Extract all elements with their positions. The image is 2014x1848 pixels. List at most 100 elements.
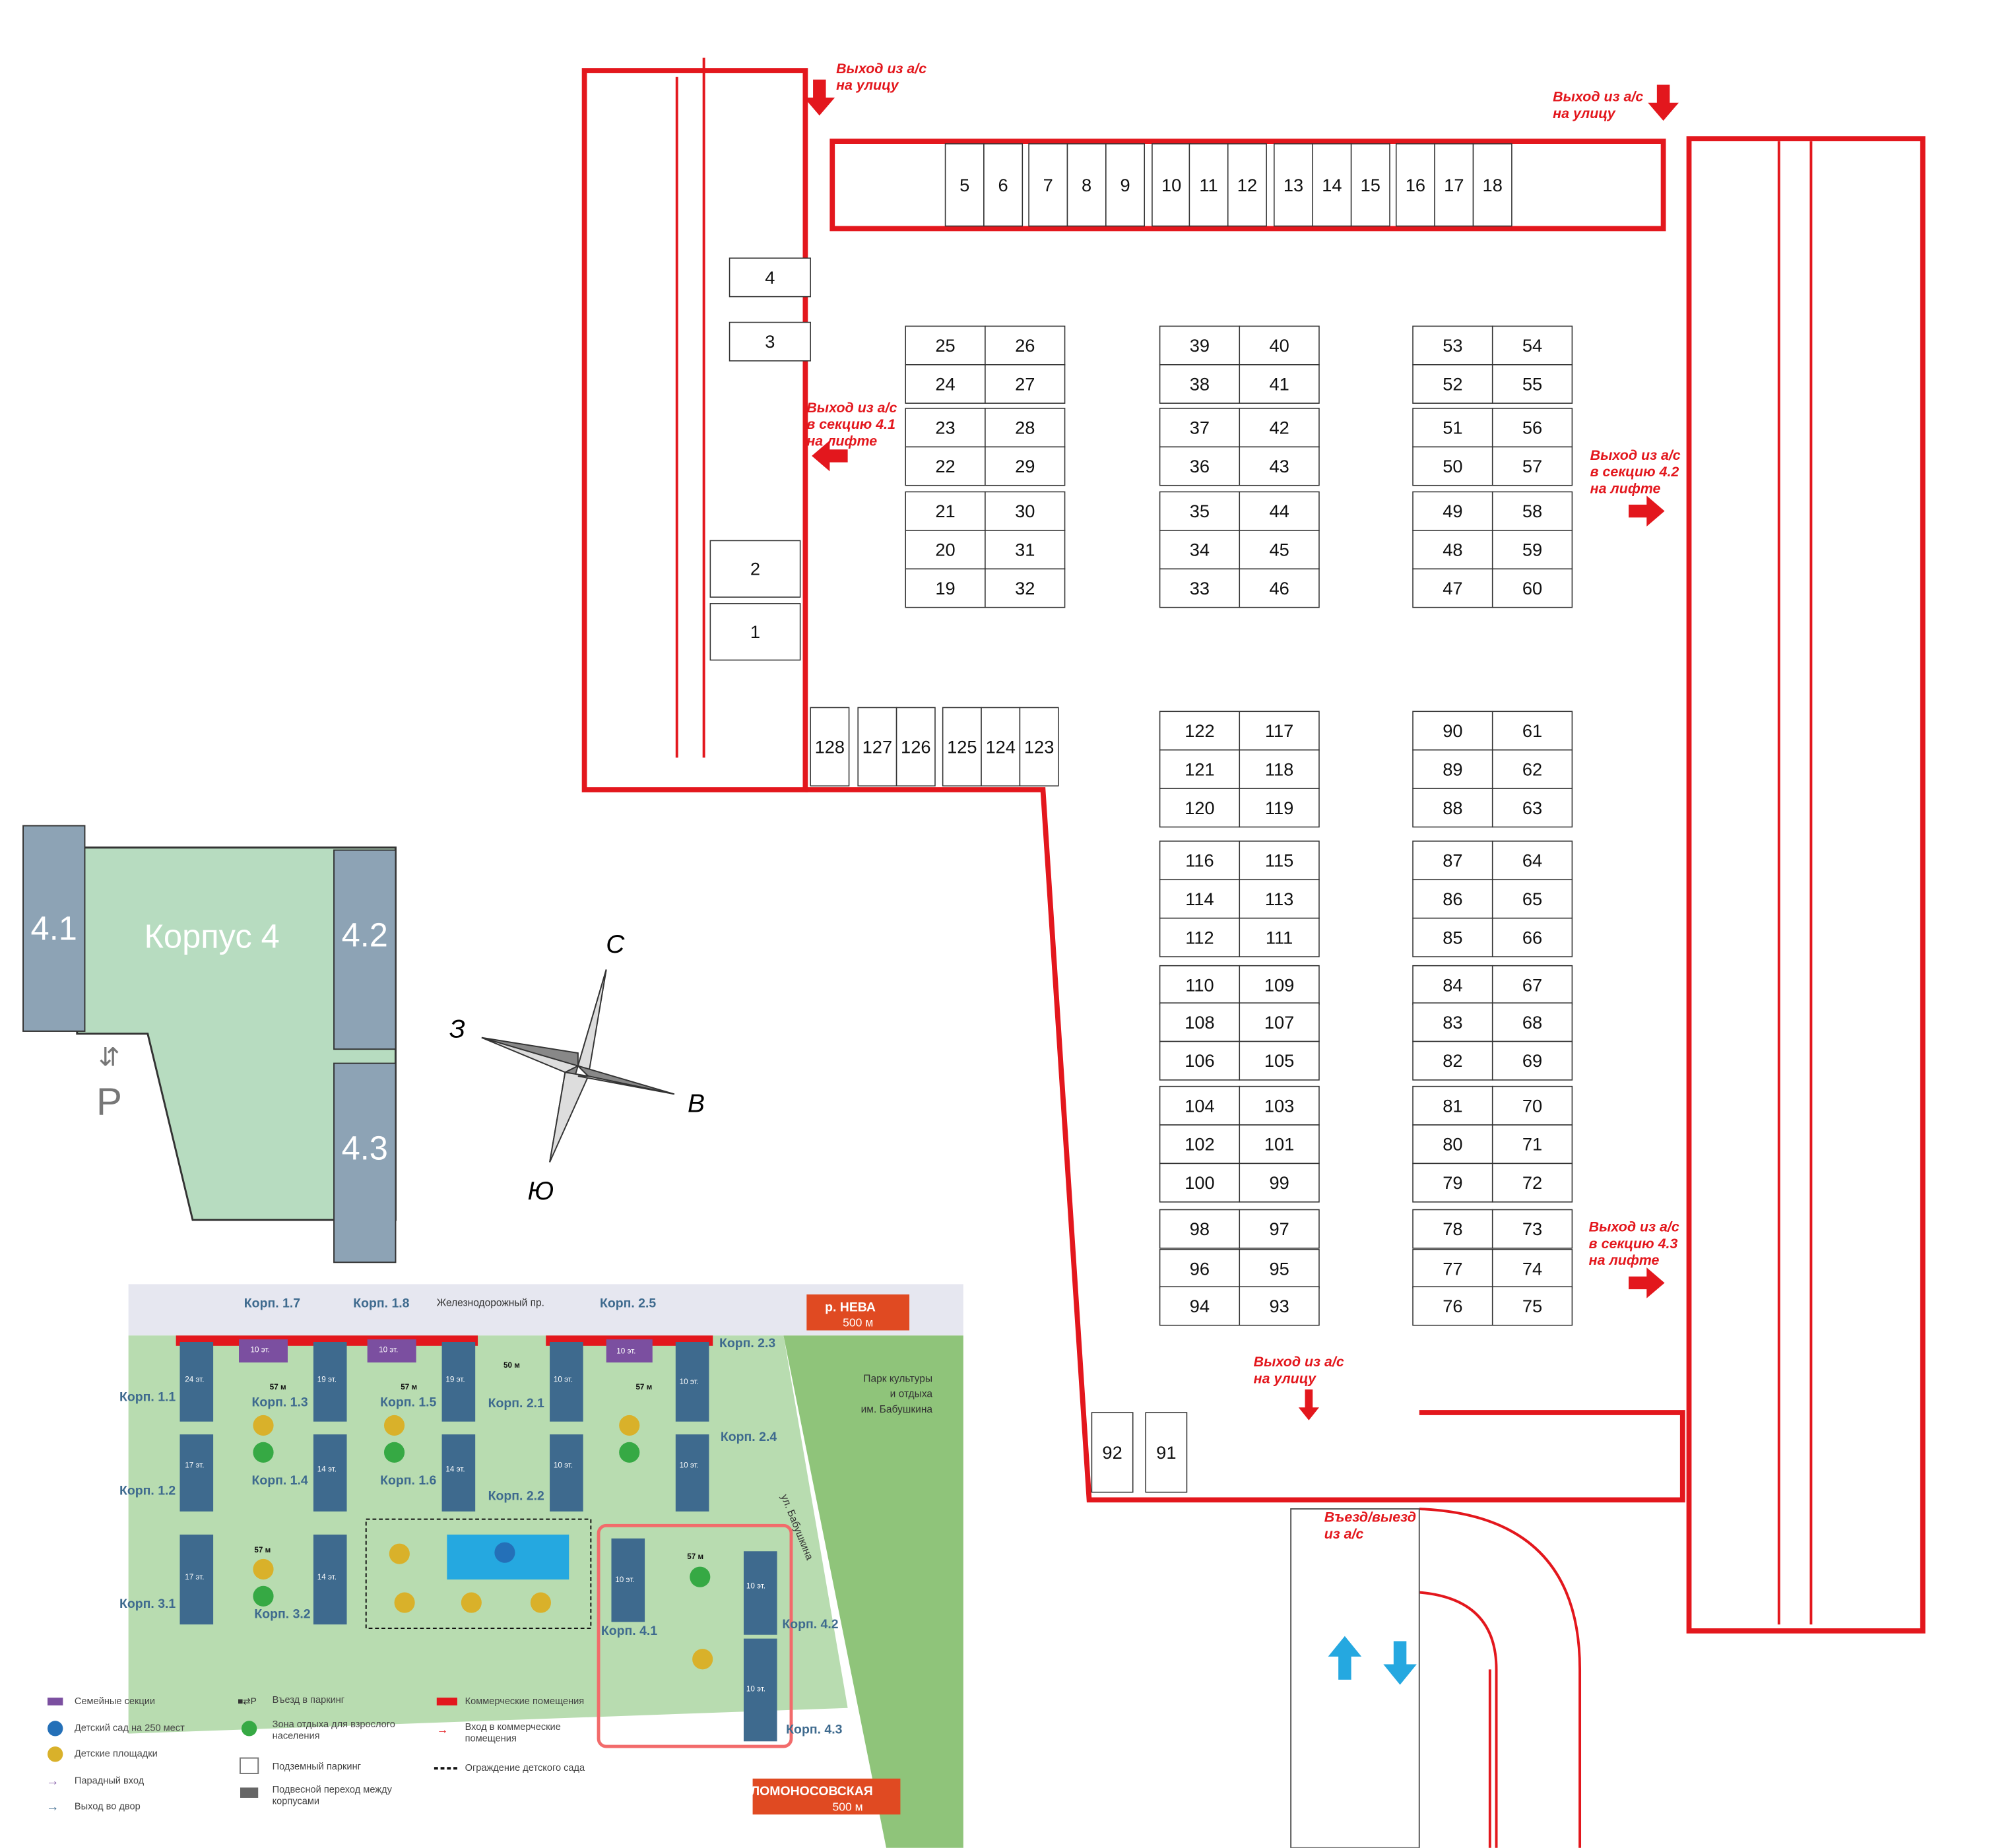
parking-space-13[interactable] xyxy=(1274,143,1313,227)
parking-space-50[interactable] xyxy=(1412,446,1493,486)
parking-space-95[interactable] xyxy=(1239,1249,1320,1289)
parking-space-26[interactable] xyxy=(985,325,1066,366)
parking-space-58[interactable] xyxy=(1491,491,1573,531)
parking-space-55[interactable] xyxy=(1491,364,1573,404)
parking-space-94[interactable] xyxy=(1159,1286,1241,1326)
parking-space-35[interactable] xyxy=(1159,491,1241,531)
parking-space-77[interactable] xyxy=(1412,1249,1493,1289)
parking-space-40[interactable] xyxy=(1239,325,1320,366)
parking-space-47[interactable] xyxy=(1412,568,1493,608)
parking-space-31[interactable] xyxy=(985,530,1066,570)
parking-space-88[interactable] xyxy=(1412,788,1493,828)
parking-space-124[interactable] xyxy=(981,707,1021,786)
parking-space-82[interactable] xyxy=(1412,1040,1493,1081)
parking-space-78[interactable] xyxy=(1412,1209,1493,1249)
parking-space-4[interactable] xyxy=(729,257,811,298)
parking-space-103[interactable] xyxy=(1239,1085,1320,1126)
parking-space-69[interactable] xyxy=(1491,1040,1573,1081)
parking-space-8[interactable] xyxy=(1066,143,1107,227)
parking-space-92[interactable] xyxy=(1091,1412,1134,1493)
parking-space-34[interactable] xyxy=(1159,530,1241,570)
parking-space-61[interactable] xyxy=(1491,711,1573,751)
parking-space-2[interactable] xyxy=(709,540,801,598)
parking-space-81[interactable] xyxy=(1412,1085,1493,1126)
parking-space-115[interactable] xyxy=(1239,841,1320,881)
parking-space-105[interactable] xyxy=(1239,1040,1320,1081)
parking-space-38[interactable] xyxy=(1159,364,1241,404)
parking-space-119[interactable] xyxy=(1239,788,1320,828)
parking-space-1[interactable] xyxy=(709,603,801,661)
parking-space-16[interactable] xyxy=(1395,143,1435,227)
parking-space-93[interactable] xyxy=(1239,1286,1320,1326)
parking-space-76[interactable] xyxy=(1412,1286,1493,1326)
parking-space-22[interactable] xyxy=(905,446,986,486)
parking-space-39[interactable] xyxy=(1159,325,1241,366)
parking-space-96[interactable] xyxy=(1159,1249,1241,1289)
parking-space-83[interactable] xyxy=(1412,1002,1493,1042)
parking-space-43[interactable] xyxy=(1239,446,1320,486)
parking-space-72[interactable] xyxy=(1491,1163,1573,1203)
parking-space-10[interactable] xyxy=(1152,143,1192,227)
parking-space-127[interactable] xyxy=(857,707,897,786)
parking-space-32[interactable] xyxy=(985,568,1066,608)
parking-space-100[interactable] xyxy=(1159,1163,1241,1203)
parking-space-90[interactable] xyxy=(1412,711,1493,751)
parking-space-18[interactable] xyxy=(1472,143,1512,227)
parking-space-11[interactable] xyxy=(1188,143,1229,227)
parking-space-24[interactable] xyxy=(905,364,986,404)
parking-space-73[interactable] xyxy=(1491,1209,1573,1249)
parking-space-110[interactable] xyxy=(1159,965,1241,1005)
parking-space-123[interactable] xyxy=(1019,707,1059,786)
parking-space-65[interactable] xyxy=(1491,879,1573,919)
parking-space-125[interactable] xyxy=(942,707,982,786)
parking-space-106[interactable] xyxy=(1159,1040,1241,1081)
parking-space-42[interactable] xyxy=(1239,408,1320,448)
parking-space-6[interactable] xyxy=(983,143,1023,227)
parking-space-33[interactable] xyxy=(1159,568,1241,608)
parking-space-52[interactable] xyxy=(1412,364,1493,404)
parking-space-114[interactable] xyxy=(1159,879,1241,919)
parking-space-60[interactable] xyxy=(1491,568,1573,608)
parking-space-17[interactable] xyxy=(1434,143,1474,227)
parking-space-9[interactable] xyxy=(1105,143,1146,227)
parking-space-128[interactable] xyxy=(810,707,850,786)
parking-space-117[interactable] xyxy=(1239,711,1320,751)
parking-space-107[interactable] xyxy=(1239,1002,1320,1042)
parking-space-44[interactable] xyxy=(1239,491,1320,531)
parking-space-27[interactable] xyxy=(985,364,1066,404)
parking-space-99[interactable] xyxy=(1239,1163,1320,1203)
parking-space-19[interactable] xyxy=(905,568,986,608)
parking-space-104[interactable] xyxy=(1159,1085,1241,1126)
parking-space-121[interactable] xyxy=(1159,749,1241,789)
parking-space-122[interactable] xyxy=(1159,711,1241,751)
parking-space-75[interactable] xyxy=(1491,1286,1573,1326)
parking-space-36[interactable] xyxy=(1159,446,1241,486)
parking-space-56[interactable] xyxy=(1491,408,1573,448)
parking-space-86[interactable] xyxy=(1412,879,1493,919)
parking-space-12[interactable] xyxy=(1227,143,1267,227)
parking-space-14[interactable] xyxy=(1312,143,1352,227)
parking-space-112[interactable] xyxy=(1159,917,1241,957)
parking-space-120[interactable] xyxy=(1159,788,1241,828)
parking-space-74[interactable] xyxy=(1491,1249,1573,1289)
parking-space-15[interactable] xyxy=(1350,143,1390,227)
parking-space-87[interactable] xyxy=(1412,841,1493,881)
parking-space-7[interactable] xyxy=(1028,143,1068,227)
parking-space-102[interactable] xyxy=(1159,1124,1241,1164)
parking-space-111[interactable] xyxy=(1239,917,1320,957)
parking-space-109[interactable] xyxy=(1239,965,1320,1005)
parking-space-30[interactable] xyxy=(985,491,1066,531)
parking-space-63[interactable] xyxy=(1491,788,1573,828)
parking-space-62[interactable] xyxy=(1491,749,1573,789)
parking-space-91[interactable] xyxy=(1145,1412,1188,1493)
parking-space-59[interactable] xyxy=(1491,530,1573,570)
parking-space-3[interactable] xyxy=(729,321,811,362)
parking-space-46[interactable] xyxy=(1239,568,1320,608)
parking-space-101[interactable] xyxy=(1239,1124,1320,1164)
parking-space-57[interactable] xyxy=(1491,446,1573,486)
parking-space-98[interactable] xyxy=(1159,1209,1241,1249)
parking-space-97[interactable] xyxy=(1239,1209,1320,1249)
parking-space-66[interactable] xyxy=(1491,917,1573,957)
parking-space-126[interactable] xyxy=(895,707,936,786)
parking-space-71[interactable] xyxy=(1491,1124,1573,1164)
